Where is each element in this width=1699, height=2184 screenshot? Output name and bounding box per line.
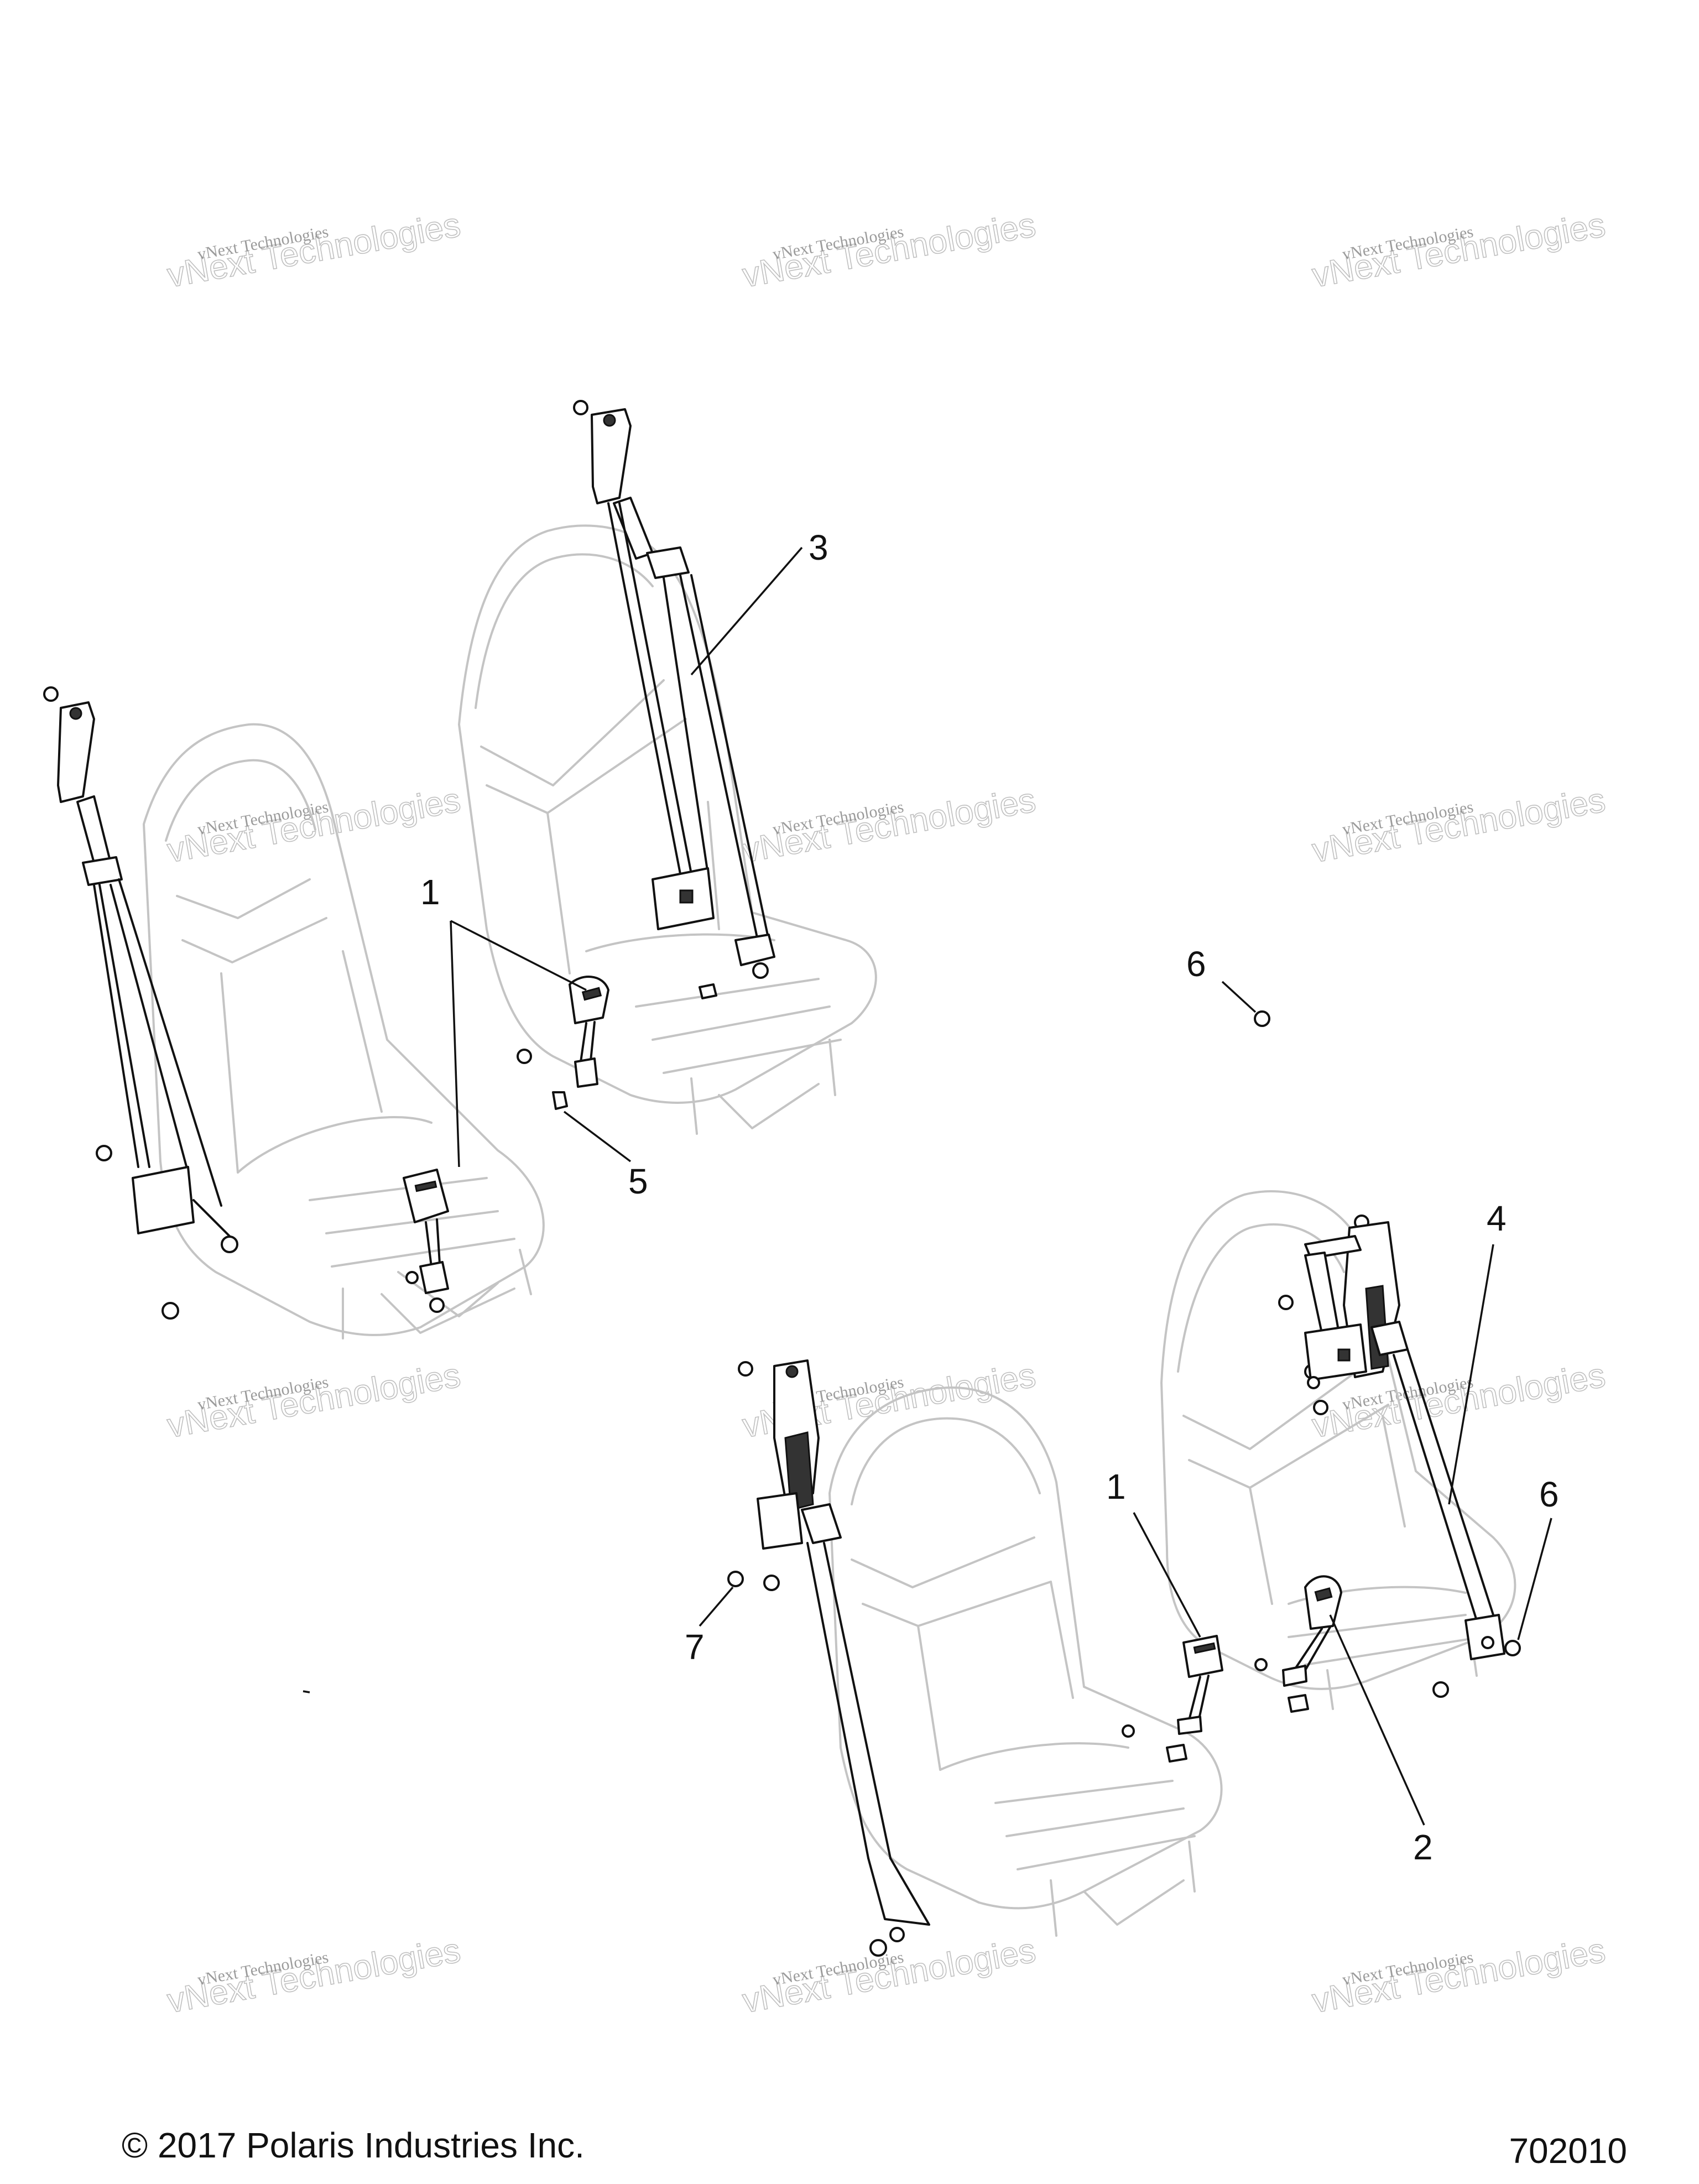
watermark: vNext Technologies vNext Technologies: [739, 1931, 1039, 2021]
callout-1: 1: [420, 872, 440, 912]
watermark: vNext Technologies vNext Technologies: [1309, 780, 1609, 871]
watermark: vNext Technologies vNext Technologies: [1309, 205, 1609, 295]
callout-7: 7: [685, 1627, 705, 1667]
bolt-icon: [221, 1236, 238, 1253]
retractor-box: [757, 1492, 803, 1550]
callout-2: 2: [1413, 1827, 1433, 1867]
watermark: vNext Technologies vNext Technologies: [1309, 1931, 1609, 2021]
buckle-lower-middle: [1122, 1635, 1223, 1763]
callout-6: 6: [1186, 944, 1206, 984]
nut-icon: [1504, 1640, 1521, 1656]
bolt-icon: [573, 400, 588, 415]
nut-icon: [161, 1302, 179, 1320]
callout-4: 4: [1487, 1198, 1507, 1238]
seatbelt-assembly-upper-middle: [573, 400, 775, 979]
seatbelt-assembly-lower-middle: [727, 1359, 930, 1957]
washer-icon: [1307, 1376, 1320, 1389]
retractor-box: [1304, 1323, 1367, 1381]
seatbelt-assembly-left: [43, 686, 238, 1320]
callout-5: 5: [628, 1161, 648, 1201]
callout-6: 6: [1539, 1474, 1559, 1514]
buckle-lower-right: [1254, 1575, 1342, 1713]
watermark: vNext Technologies vNext Technologies: [739, 205, 1039, 295]
callout-3: 3: [809, 528, 828, 567]
washer-icon: [727, 1571, 744, 1587]
copyright-text: © 2017 Polaris Industries Inc.: [122, 2125, 585, 2165]
watermark: vNext Technologies vNext Technologies: [739, 780, 1039, 871]
seat-upper-left: [143, 723, 545, 1339]
belt-guide: [646, 546, 690, 579]
bolt-icon: [889, 1927, 905, 1942]
nut-icon: [869, 1939, 887, 1957]
nut-icon: [517, 1049, 532, 1064]
callouts: 1 3 5 6 4 6 1 7 2: [420, 528, 1559, 1867]
upper-anchor-bracket: [57, 701, 95, 803]
bolt-icon: [43, 686, 59, 702]
bolt-icon: [552, 1091, 568, 1110]
buckle-left: [403, 1169, 449, 1313]
watermark: vNext Technologies vNext Technologies: [164, 1356, 464, 1446]
nut-icon: [1278, 1295, 1294, 1310]
nut-icon: [752, 962, 769, 979]
watermark: vNext Technologies vNext Technologies: [164, 1931, 464, 2021]
nut-icon: [1313, 1400, 1328, 1415]
figure-number: 702010: [1509, 2131, 1627, 2171]
bolt-icon: [738, 1361, 753, 1377]
watermark: vNext Technologies vNext Technologies: [164, 205, 464, 295]
stray-mark: [303, 1690, 310, 1693]
seat-lower-middle: [828, 1386, 1223, 1937]
bolt-icon: [1432, 1681, 1449, 1698]
nut-icon: [763, 1575, 780, 1591]
nut-icon: [1254, 1010, 1270, 1027]
upper-anchor-bracket: [591, 408, 632, 504]
retractor-box: [132, 1166, 195, 1234]
callout-1: 1: [1106, 1467, 1126, 1507]
nut-icon: [96, 1145, 112, 1161]
buckle-upper-middle: [517, 976, 717, 1110]
belt-guide: [82, 856, 123, 886]
seatbelt-assembly-lower-right: [1278, 1215, 1521, 1698]
